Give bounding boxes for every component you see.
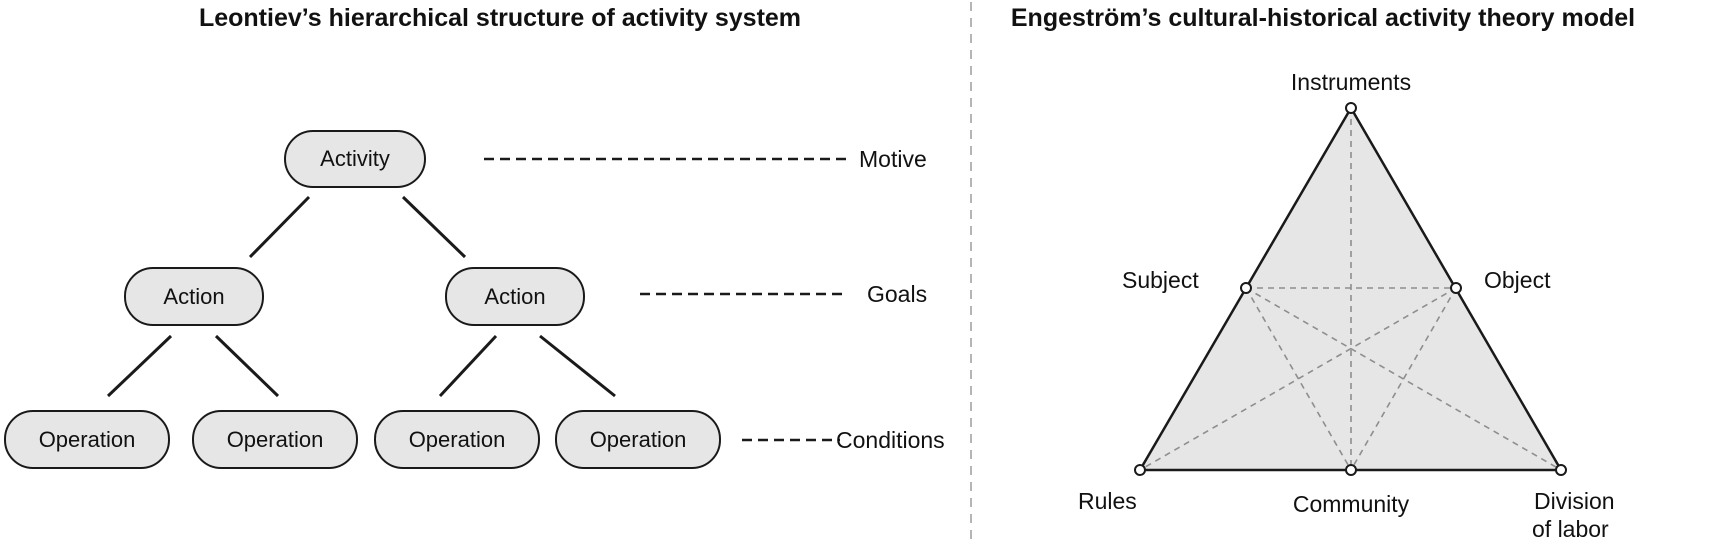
inner-line-subject-community — [1245, 287, 1352, 471]
rules-vertex — [1134, 464, 1146, 476]
instruments-vertex — [1345, 102, 1357, 114]
instruments-label: Instruments — [1291, 69, 1411, 95]
goals-label: Goals — [867, 281, 927, 307]
inner-line-object-community — [1350, 287, 1457, 471]
right-panel-title: Engeström’s cultural-historical activity… — [1011, 4, 1635, 32]
edge-action-right-operation-4 — [539, 334, 616, 398]
edge-action-left-operation-2 — [214, 334, 280, 398]
triangle-inner-lines — [1139, 108, 1562, 471]
operation-node-2: Operation — [192, 410, 358, 469]
conditions-label: Conditions — [836, 427, 945, 453]
activity-node: Activity — [284, 130, 426, 188]
object-vertex — [1450, 282, 1462, 294]
activity-node-label: Activity — [320, 146, 390, 171]
division-of-labor-label-line1: Division — [1534, 488, 1615, 514]
operation-node-4: Operation — [555, 410, 721, 469]
rules-label: Rules — [1078, 488, 1137, 514]
division-of-labor-vertex — [1555, 464, 1567, 476]
edge-activity-action-left — [248, 195, 311, 259]
operation-node-3: Operation — [374, 410, 540, 469]
motive-label: Motive — [859, 146, 927, 172]
left-panel-title: Leontiev’s hierarchical structure of act… — [199, 4, 801, 32]
community-vertex — [1345, 464, 1357, 476]
action-node-right-label: Action — [484, 284, 545, 309]
operation-node-3-label: Operation — [409, 427, 506, 452]
subject-label: Subject — [1122, 267, 1199, 293]
operation-node-4-label: Operation — [590, 427, 687, 452]
operation-node-1: Operation — [4, 410, 170, 469]
inner-line-subject-division — [1245, 287, 1562, 471]
action-node-left: Action — [124, 267, 264, 326]
edge-action-right-operation-3 — [438, 334, 498, 398]
operation-node-2-label: Operation — [227, 427, 324, 452]
object-label: Object — [1484, 267, 1551, 293]
division-of-labor-label-line2: of labor — [1532, 516, 1609, 542]
community-label: Community — [1293, 491, 1410, 517]
hierarchy-edges — [106, 195, 616, 398]
operation-node-1-label: Operation — [39, 427, 136, 452]
action-node-left-label: Action — [163, 284, 224, 309]
edge-action-left-operation-1 — [106, 334, 173, 398]
edge-activity-action-right — [401, 195, 467, 259]
subject-vertex — [1240, 282, 1252, 294]
inner-line-object-rules — [1139, 287, 1457, 471]
action-node-right: Action — [445, 267, 585, 326]
